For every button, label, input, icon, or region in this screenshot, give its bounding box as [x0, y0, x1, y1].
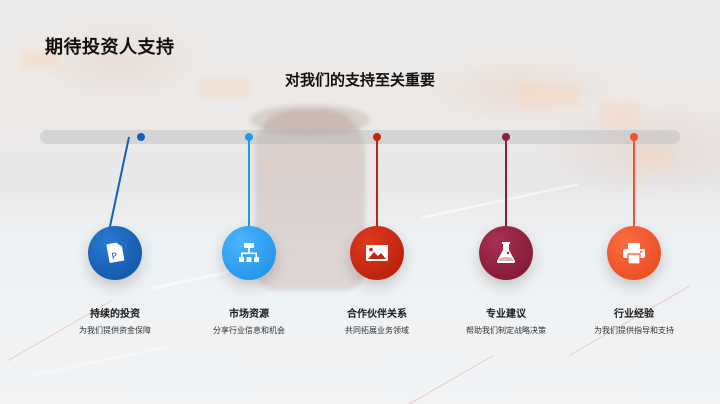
item-description: 为我们提供指导和支持: [594, 326, 674, 335]
item-label: 行业经验: [614, 309, 654, 320]
item-label: 持续的投资: [90, 309, 140, 320]
timeline-connector: [248, 137, 250, 229]
icon-circle: [222, 226, 276, 280]
timeline-connector: [505, 137, 507, 229]
document-p-icon: P: [106, 242, 125, 263]
item-label: 合作伙伴关系: [347, 309, 407, 320]
timeline-connector: [633, 137, 635, 229]
timeline-connector: [108, 136, 130, 228]
timeline-dot: [137, 133, 145, 141]
timeline-connector: [376, 137, 378, 229]
item-description: 为我们提供资金保障: [79, 326, 151, 335]
timeline-item-investment: P 持续的投资 为我们提供资金保障: [55, 0, 175, 404]
item-description: 帮助我们制定战略决策: [466, 326, 546, 335]
hierarchy-icon: [239, 243, 259, 262]
icon-circle: P: [88, 226, 142, 280]
item-description: 分享行业信息和机会: [213, 326, 285, 335]
svg-text:P: P: [111, 252, 119, 263]
slide-title: 期待投资人支持: [45, 37, 175, 58]
timeline-item-market: 市场资源 分享行业信息和机会: [189, 0, 309, 404]
icon-circle: [607, 226, 661, 280]
icon-circle: [479, 226, 533, 280]
timeline-item-advice: 专业建议 帮助我们制定战略决策: [446, 0, 566, 404]
slide-subtitle: 对我们的支持至关重要: [284, 71, 435, 89]
timeline-track: [40, 130, 680, 144]
timeline-item-experience: 行业经验 为我们提供指导和支持: [574, 0, 694, 404]
image-icon: [366, 245, 388, 261]
flask-icon: [496, 242, 516, 263]
item-description: 共同拓展业务领域: [345, 326, 409, 335]
item-label: 市场资源: [229, 309, 269, 320]
timeline-item-partnership: 合作伙伴关系 共同拓展业务领域: [317, 0, 437, 404]
item-label: 专业建议: [486, 309, 526, 320]
icon-circle: [350, 226, 404, 280]
printer-icon: [623, 243, 645, 265]
